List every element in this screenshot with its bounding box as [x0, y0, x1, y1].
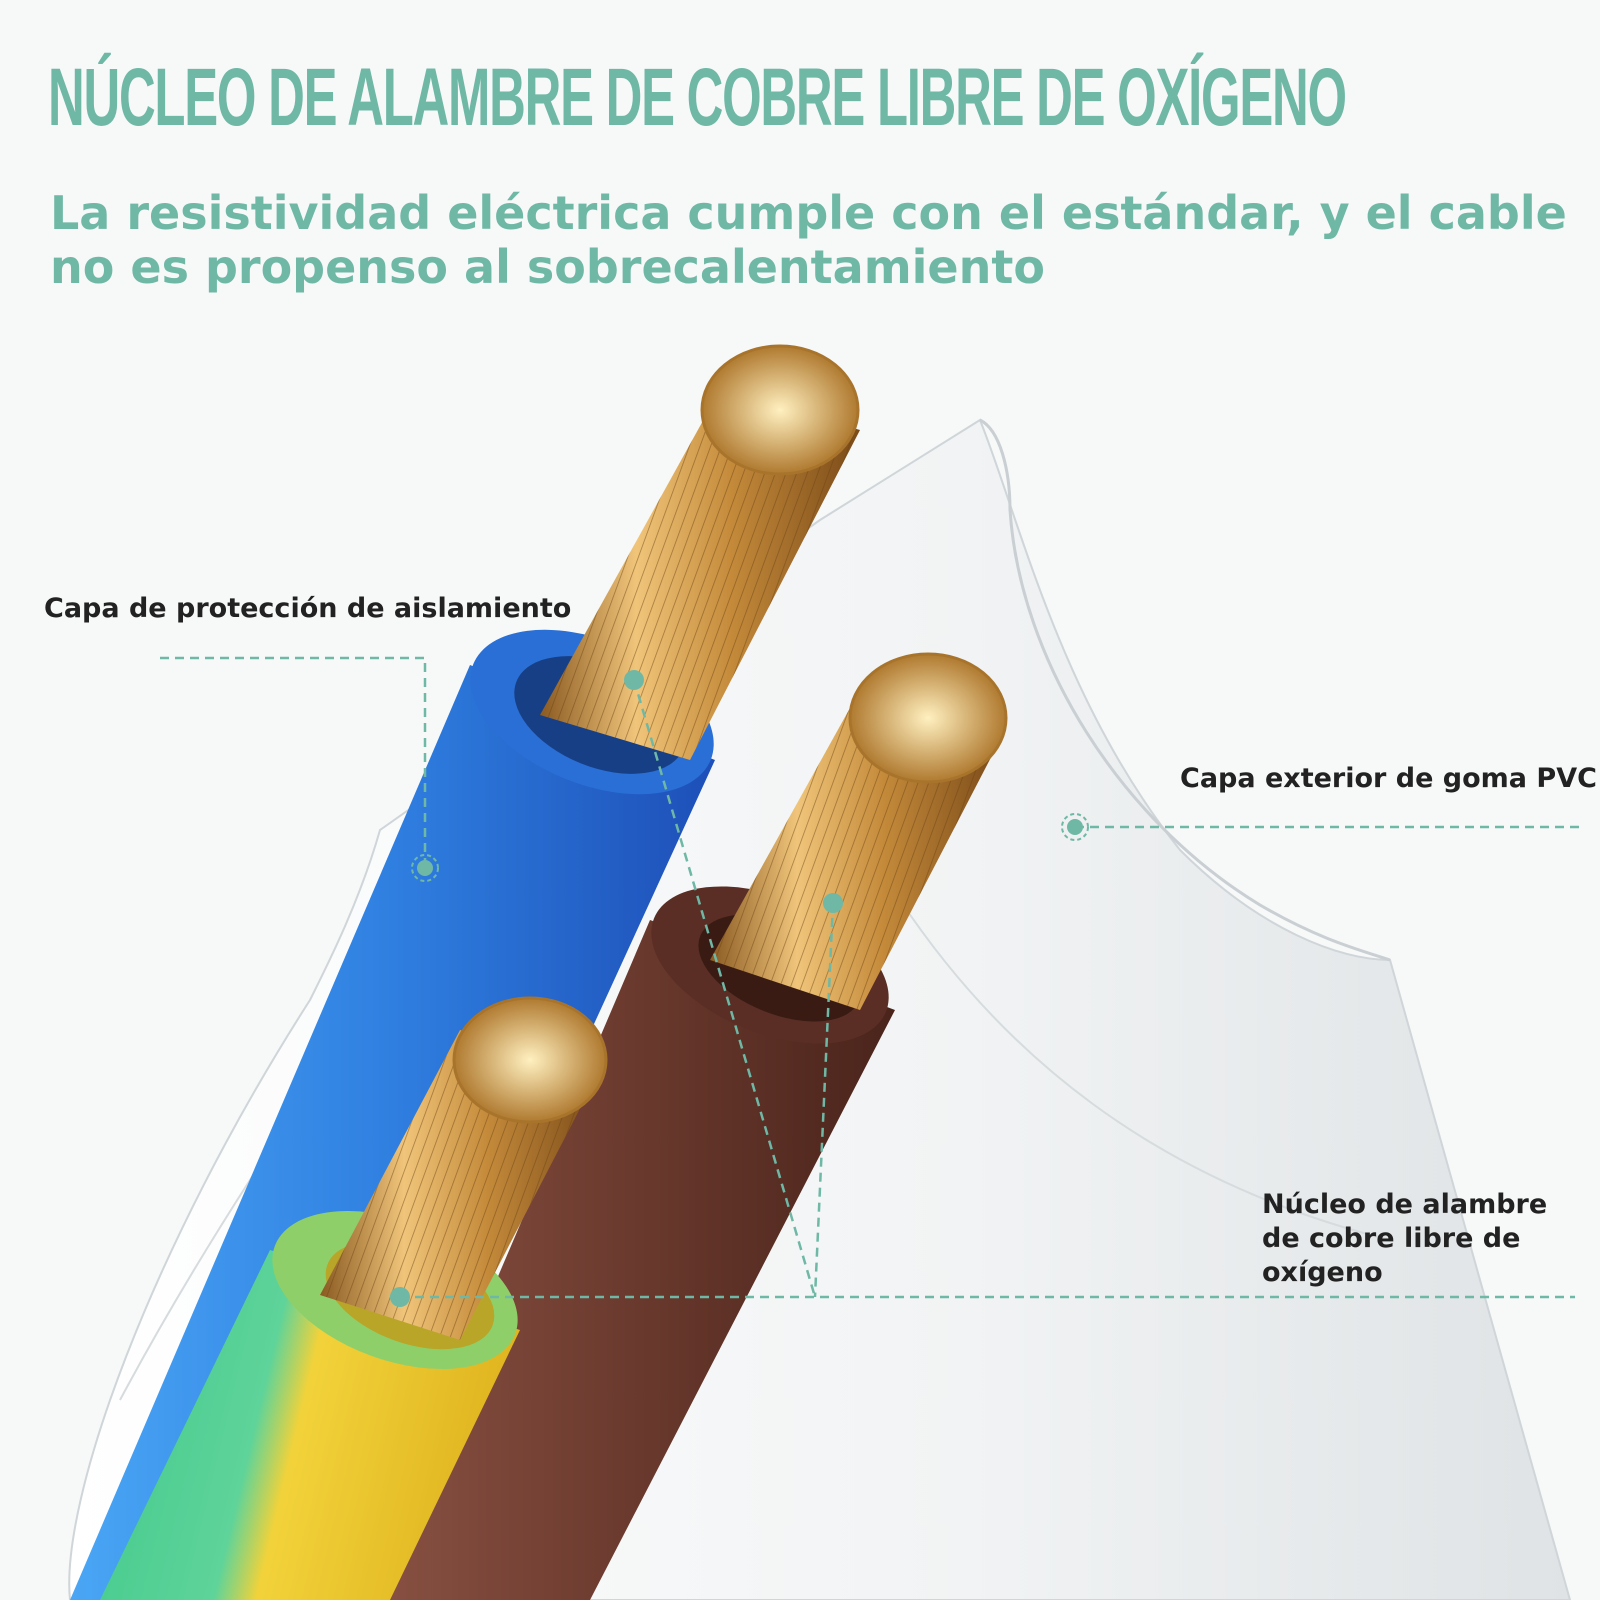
marker-dot	[624, 670, 644, 690]
callout-outer-jacket: Capa exterior de goma PVC	[1180, 763, 1597, 794]
leader-line-core	[390, 670, 1575, 1307]
marker-dot	[417, 860, 433, 876]
green-yellow-wire-copper-core	[320, 996, 608, 1340]
leader-line-outer-jacket	[1061, 813, 1585, 841]
headline: NÚCLEO DE ALAMBRE DE COBRE LIBRE DE OXÍG…	[48, 52, 1347, 143]
callout-copper-core: Núcleo de alambre de cobre libre de oxíg…	[1262, 1189, 1548, 1288]
marker-dot	[1067, 819, 1083, 835]
blue-wire-copper-core	[540, 344, 860, 760]
marker-dot	[823, 893, 843, 913]
callout-insulation-layer: Capa de protección de aislamiento	[44, 593, 572, 624]
subheadline: La resistividad eléctrica cumple con el …	[50, 186, 1567, 294]
brown-wire-copper-core	[710, 652, 1008, 1010]
leader-line-insulation	[160, 656, 439, 882]
marker-dot	[390, 1287, 410, 1307]
